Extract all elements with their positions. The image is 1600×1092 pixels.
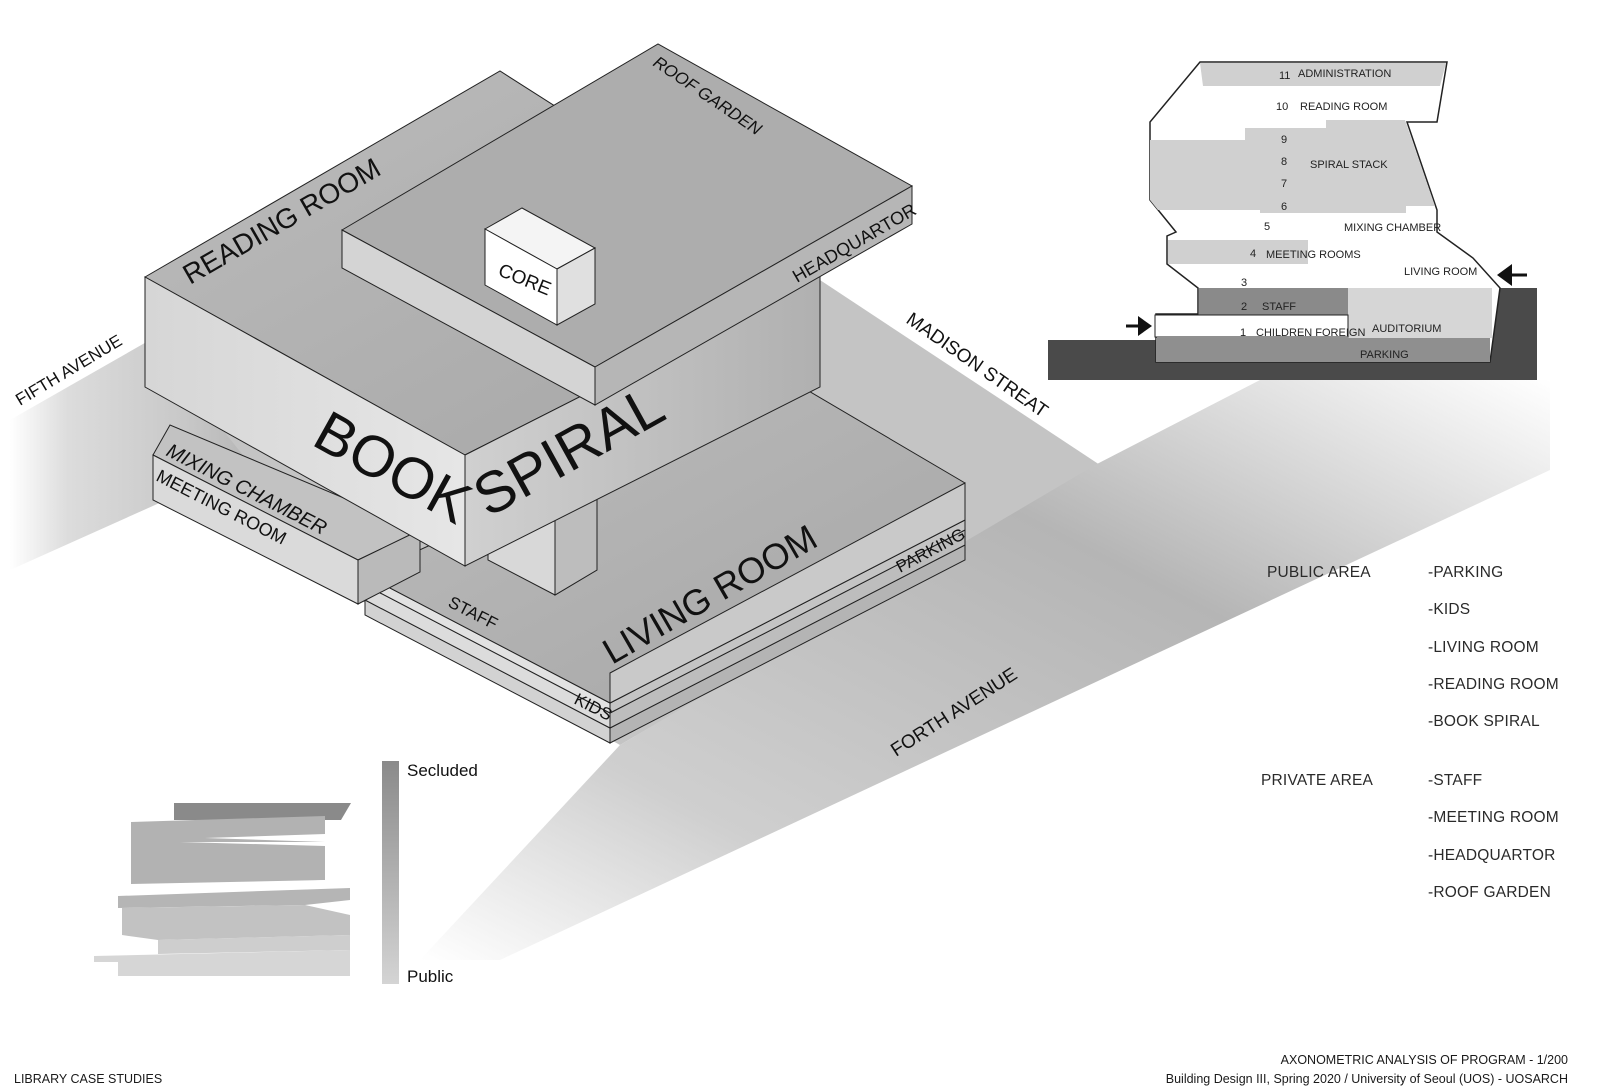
floor-11-band <box>1200 63 1446 86</box>
section-ground <box>1048 288 1537 380</box>
floor-3-name: LIVING ROOM <box>1404 266 1477 278</box>
floor-10-name: READING ROOM <box>1300 101 1387 113</box>
parking-band <box>1156 338 1490 362</box>
floor-1-band <box>1154 314 1349 338</box>
public-item-kids: -KIDS <box>1428 601 1471 618</box>
scale-bottom-label: Public <box>407 967 454 986</box>
footer-credit: Building Design III, Spring 2020 / Unive… <box>1165 1072 1568 1086</box>
core-cube <box>483 207 597 326</box>
public-item-book-spiral: -BOOK SPIRAL <box>1428 713 1540 730</box>
floor-6-num: 6 <box>1281 201 1287 213</box>
scale-top-label: Secluded <box>407 761 478 780</box>
section-parking-label: PARKING <box>1360 349 1409 361</box>
floor-4-name: MEETING ROOMS <box>1266 249 1361 261</box>
floor-4-band <box>1168 240 1308 264</box>
auditorium-label: AUDITORIUM <box>1372 323 1441 335</box>
footer-title: AXONOMETRIC ANALYSIS OF PROGRAM - 1/200 <box>1280 1053 1568 1067</box>
private-item-headquartor: -HEADQUARTOR <box>1428 847 1556 864</box>
floor-8-name: SPIRAL STACK <box>1310 159 1388 171</box>
floor-11-name: ADMINISTRATION <box>1298 68 1391 80</box>
secluded-public-scale-bar <box>382 761 399 984</box>
floor-7-num: 7 <box>1281 178 1287 190</box>
floor-2-num: 2 <box>1241 301 1247 313</box>
headquartor-block <box>340 43 914 406</box>
floor-2-name: STAFF <box>1262 301 1296 313</box>
section-diagram: 11 ADMINISTRATION 10 READING ROOM 9 8 SP… <box>1048 61 1537 380</box>
entrance-arrow-left <box>1126 316 1152 336</box>
floor-1-name: CHILDREN FOREIGN <box>1256 327 1365 339</box>
floor-4-num: 4 <box>1250 248 1256 260</box>
public-item-living-room: -LIVING ROOM <box>1428 639 1539 656</box>
footer-left: LIBRARY CASE STUDIES <box>14 1072 163 1086</box>
floor-3-num: 3 <box>1241 277 1247 289</box>
private-item-meeting-room: -MEETING ROOM <box>1428 809 1559 826</box>
floor-8-num: 8 <box>1281 156 1287 168</box>
private-area-title: PRIVATE AREA <box>1261 772 1374 789</box>
auditorium-band <box>1348 288 1492 338</box>
floor-5-name: MIXING CHAMBER <box>1344 222 1441 234</box>
public-area-title: PUBLIC AREA <box>1267 564 1371 581</box>
public-item-reading-room: -READING ROOM <box>1428 676 1559 693</box>
meeting-room-block <box>152 424 422 605</box>
floor-2-band <box>1199 288 1348 315</box>
private-item-staff: -STAFF <box>1428 772 1483 789</box>
spiral-stack-band <box>1150 120 1435 213</box>
public-item-parking: -PARKING <box>1428 564 1504 581</box>
floor-9-num: 9 <box>1281 134 1287 146</box>
floor-10-num: 10 <box>1276 101 1288 113</box>
floor-11-num: 11 <box>1279 70 1290 82</box>
floor-1-num: 1 <box>1240 327 1246 339</box>
living-room-block <box>363 379 966 744</box>
entrance-arrow-right <box>1497 264 1527 286</box>
floor-5-num: 5 <box>1264 221 1270 233</box>
spiral-mini-diagram <box>94 803 351 976</box>
private-item-roof-garden: -ROOF GARDEN <box>1428 884 1551 901</box>
forth-avenue-road <box>420 380 1550 960</box>
